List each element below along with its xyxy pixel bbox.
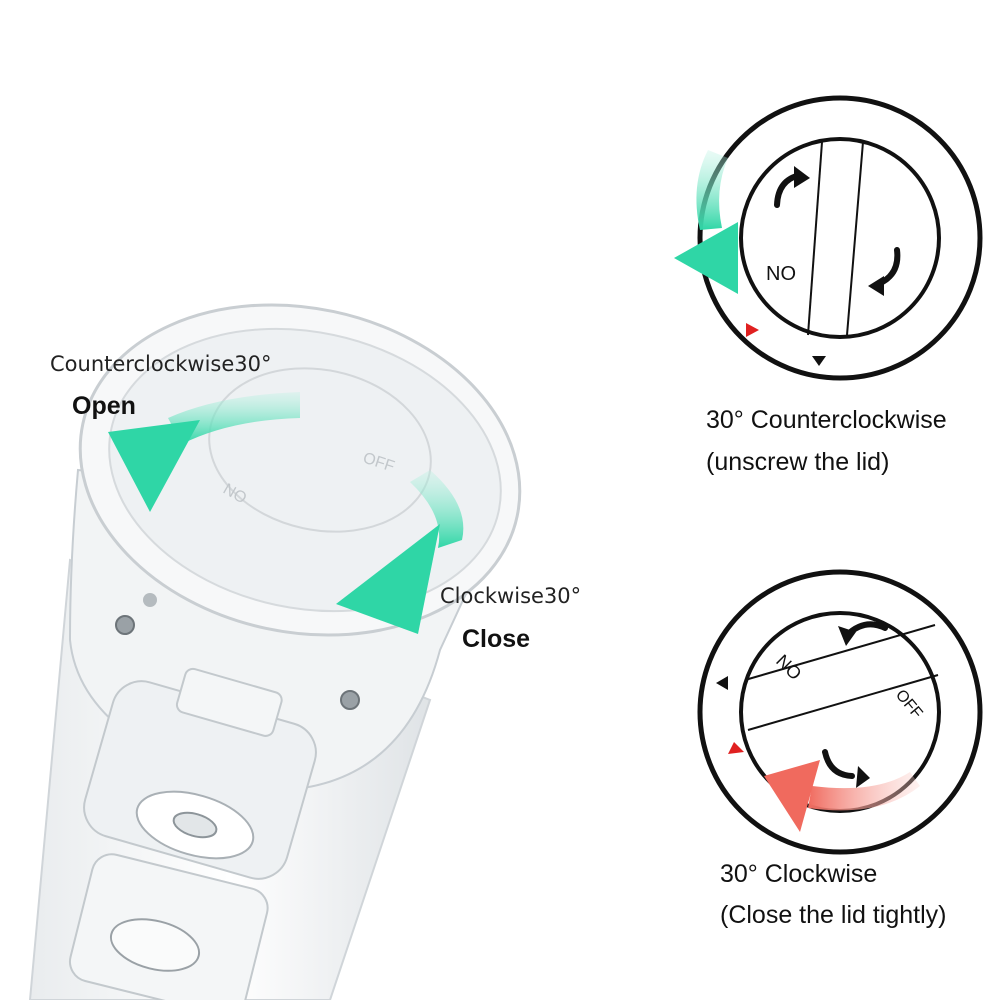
connector-top [175,667,283,737]
red-marker-icon [746,323,759,337]
red-marker-icon [728,742,744,754]
bottom-caption-line2: (Close the lid tightly) [720,901,947,929]
dial-grip-line [744,624,936,681]
dial-face [739,611,941,813]
lid-inner-ring [108,327,502,613]
dial-cw-arrow [808,772,920,811]
screw [143,593,157,607]
open-arrow [108,392,300,512]
close-label: Close [462,625,531,653]
dial-cw-arrow-head [764,760,820,832]
close-arrow [336,470,464,634]
black-marker-icon [716,676,728,690]
dial-label-no: NO [766,263,796,285]
open-label: Open [72,392,136,420]
rotate-arrow-icon-head [794,166,810,188]
nebulizer-device: OFF NO [28,303,522,1000]
screw [115,615,135,635]
open-direction-label: Counterclockwise30° [50,352,272,376]
screw [340,690,360,710]
rotate-arrow-icon-head [856,766,870,788]
nozzle-hole [172,811,218,839]
rotate-arrow-icon [822,749,855,779]
rotate-arrow-icon-head [868,276,884,296]
dial-face [739,137,941,339]
dial-grip-line [747,674,939,731]
black-marker-icon [812,356,826,366]
dial-ccw-arrow [696,150,728,230]
dial-grip-line [807,141,823,336]
bottom-dial: NO OFF [697,569,983,855]
top-caption-line1: 30° Counterclockwise [706,406,947,434]
dial-ccw-arrow-head [674,222,738,294]
dial-grip-line [846,141,864,336]
top-caption-line2: (unscrew the lid) [706,448,890,476]
bottom-caption-line1: 30° Clockwise [720,860,878,888]
close-direction-label: Clockwise30° [440,584,582,608]
rotate-arrow-icon-head [838,626,856,646]
top-dial: NO [674,95,983,381]
outlet-hole [109,918,201,972]
